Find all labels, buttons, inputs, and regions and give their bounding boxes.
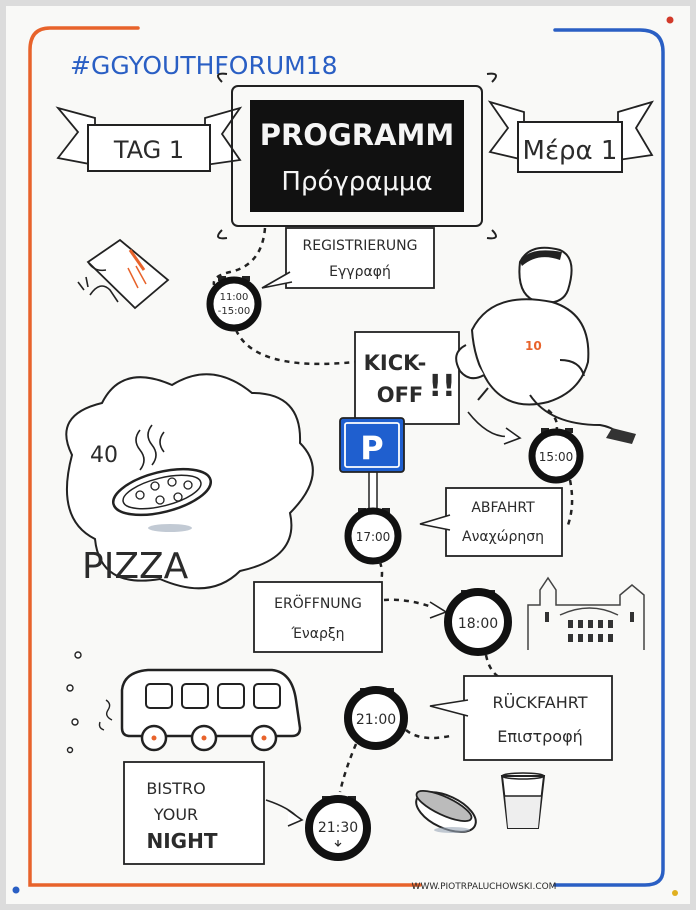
day-label-gr: Μέρα 1 <box>523 136 618 166</box>
clock-departure: 17:00 <box>344 507 402 565</box>
clock-return-time: 21:00 <box>356 712 396 728</box>
return-label-gr: Επιστροφή <box>497 727 583 746</box>
path-registration-to-kickoff <box>234 329 356 366</box>
program-title-gr: Πρόγραμμα <box>281 167 432 197</box>
artist-credit: WWW.PIOTRPALUCHOWSKI.COM <box>412 882 557 892</box>
day-label-de: TAG 1 <box>113 136 184 164</box>
building-illustration <box>527 576 645 650</box>
bistro-line2: YOUR <box>153 805 198 824</box>
clock-opening: 18:00 <box>444 588 512 656</box>
shirt-number: 10 <box>525 339 542 353</box>
return-box: RÜCKFAHRT Επιστροφή <box>429 675 613 761</box>
hotdog-illustration <box>415 790 477 833</box>
clock-registration-start: 11:00 <box>220 292 249 303</box>
clock-bistro-time: 21:30 <box>318 820 358 836</box>
pizza-cloud: 40 PIZZA <box>65 373 314 590</box>
kickoff-line1: KICK- <box>364 351 427 375</box>
pizza-label: PIZZA <box>82 546 189 587</box>
clock-bistro: 21:30 <box>305 795 371 861</box>
departure-label-gr: Αναχώρηση <box>462 529 544 545</box>
day-banner-de: TAG 1 <box>55 106 243 172</box>
signing-paper-doodle <box>77 238 170 310</box>
opening-label-gr: Έναρξη <box>290 626 344 642</box>
clock-registration-end: -15:00 <box>218 306 250 317</box>
blue-frame-border <box>553 28 665 887</box>
chalkboard <box>250 100 464 212</box>
kickoff-box: KICK- OFF !! <box>354 331 460 425</box>
bistro-box: BISTRO YOUR NIGHT <box>123 761 265 865</box>
parking-letter: P <box>360 429 383 467</box>
departure-box: ABFAHRT Αναχώρηση <box>419 487 563 557</box>
return-label-de: RÜCKFAHRT <box>493 693 588 712</box>
clock-kickoff: 15:00 <box>528 428 584 484</box>
departure-label-de: ABFAHRT <box>471 500 535 516</box>
registration-label-gr: Εγγραφή <box>329 264 391 280</box>
pin-bottom-left <box>12 886 20 894</box>
clock-departure-time: 17:00 <box>356 530 391 544</box>
bistro-line3: NIGHT <box>147 829 218 853</box>
day-banner-gr: Μέρα 1 <box>487 100 654 173</box>
pin-bottom-right <box>672 890 678 896</box>
bistro-line1: BISTRO <box>146 779 205 798</box>
opening-label-de: ERÖFFNUNG <box>274 594 362 612</box>
clock-kickoff-time: 15:00 <box>539 450 574 464</box>
clock-return: 21:00 <box>344 686 408 750</box>
pizza-count: 40 <box>90 443 118 468</box>
pin-top-right <box>666 16 674 24</box>
drink-glass-illustration <box>500 772 546 829</box>
registration-box: REGISTRIERUNG Εγγραφή <box>261 227 435 289</box>
bus-illustration <box>98 668 302 752</box>
registration-label-de: REGISTRIERUNG <box>303 238 418 254</box>
clock-opening-time: 18:00 <box>458 616 498 632</box>
kickoff-marks: !! <box>428 369 455 404</box>
program-title-de: PROGRAMM <box>260 118 455 152</box>
parking-sign: P <box>339 417 405 521</box>
orange-frame-border <box>28 26 422 887</box>
thought-bubbles <box>66 651 82 754</box>
opening-box: ERÖFFNUNG Έναρξη <box>253 581 383 653</box>
hashtag-title: #GGYOUTHFORUM18 <box>70 51 338 80</box>
soccer-player-illustration: 10 <box>455 246 636 444</box>
clock-registration: 11:00 -15:00 <box>206 276 262 332</box>
path-board-to-registration <box>212 227 267 286</box>
program-title-board: PROGRAMM Πρόγραμμα <box>217 72 497 240</box>
kickoff-line2: OFF <box>377 383 424 407</box>
